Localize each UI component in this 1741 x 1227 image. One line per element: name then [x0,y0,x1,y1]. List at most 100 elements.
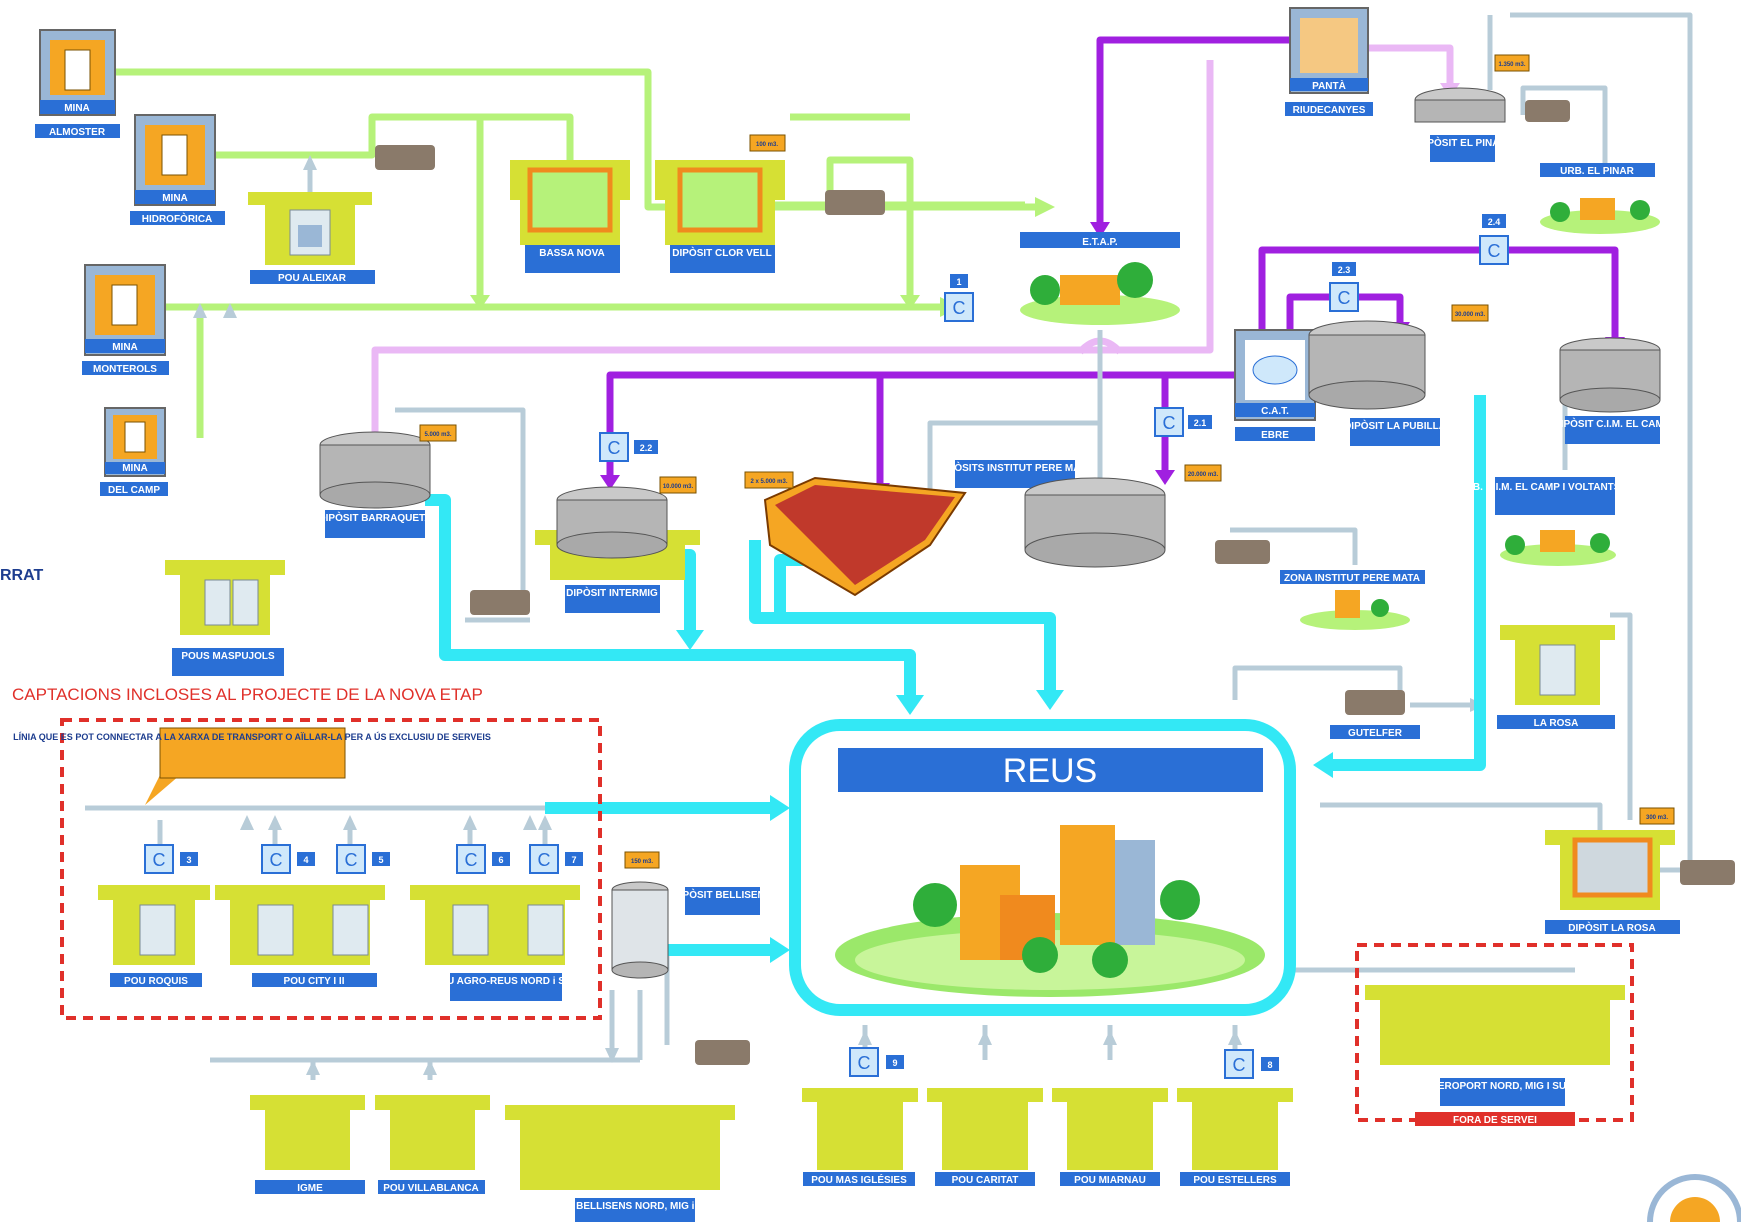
counter-5-letter: C [345,850,358,870]
reus-title-box [838,748,1263,792]
mina-hidroforica-type: MINA [162,193,188,204]
mina-hidroforica-label: HIDROFÒRICA [142,212,213,225]
ipm-label: DIPÒSITS INSTITUT PERE MATA [938,461,1093,474]
pou-bellisens: POU BELLISENS NORD, MIG i SUD [552,1198,719,1222]
counter-8-letter: C [1233,1055,1246,1075]
urb-cim-el-camp: URB. C.I.M. EL CAMP I VOLTANTS ( 112 ) [1458,477,1652,566]
diposit-intermig: 10.000 m3. DIPÒSIT INTERMIG [535,476,700,613]
gutelfer: GUTELFER [1330,725,1420,739]
linia-callout: LÍNIA QUE ES POT CONNECTAR A LA XARXA DE… [13,727,491,805]
cim-label: DIPÒSIT C.I.M. EL CAMP [1553,417,1670,430]
reus-city-icon [835,825,1265,997]
pou-estellers: POU ESTELLERS [1180,1172,1290,1186]
counter-1-num: 1 [956,277,961,287]
counter-6-num: 6 [498,855,503,865]
bellisens-label: DIPÒSIT BELLISENS [673,888,772,901]
el-pinar-label: DIPÒSIT EL PINAR [1417,136,1507,149]
la-rosa-label: LA ROSA [1534,718,1579,729]
captacions-title: CAPTACIONS INCLOSES AL PROJECTE DE LA NO… [12,685,483,704]
counter-5-num: 5 [378,855,383,865]
pou-caritat: POU CARITAT [935,1172,1035,1186]
counter-3-num: 3 [186,855,191,865]
pou-city: POU CITY I II [252,973,377,987]
zona-institut-pere-mata: ZONA INSTITUT PERE MATA [1280,570,1425,630]
igme: IGME [255,1180,365,1194]
diposit-bellisens: 150 m3. DIPÒSIT BELLISENS [611,851,772,979]
la-rosa-capacity: 300 m3. [1646,815,1668,821]
counter-9-num: 9 [892,1058,897,1068]
pou-miarnau: POU MIARNAU [1060,1172,1160,1186]
counter-2-4-letter: C [1488,241,1501,261]
wells-bottom-center [802,1088,1293,1170]
aeroport-label: AEROPORT NORD, MIG I SUD [1431,1081,1574,1092]
diposits-pere-mata-pair: 2 x 5.000 m3. DIPÒSITS INSTITUT PERE MAT… [744,460,1093,597]
pou-estellers-label: POU ESTELLERS [1193,1175,1277,1186]
diposit-el-pinar: 1.350 m3. DIPÒSIT EL PINAR [1414,54,1530,162]
counter-1: C 1 [944,274,974,322]
pou-mas-iglesies: POU MAS IGLÉSIES [803,1172,915,1186]
panta-riudecanyes: PANTÀ RIUDECANYES [1285,7,1373,116]
intermig-capacity: 10.000 m3. [663,484,694,490]
counter-2-1-num: 2.1 [1194,418,1207,428]
counter-2-2-letter: C [608,438,621,458]
wells-bottom-left [250,1095,735,1190]
barraqueta-capacity: 5.000 m3. [424,432,451,438]
captacions-dashed-box [60,718,602,1020]
pipe-arrows-cyan [676,630,1333,963]
reus-title: REUS [1003,752,1097,790]
urb-el-pinar-label: URB. EL PINAR [1560,166,1634,177]
counter-1-letter: C [953,298,966,318]
pou-villablanca: POU VILLABLANCA [378,1180,485,1194]
maspujols-label: POUS MASPUJOLS [181,651,275,662]
counter-3: C 3 [144,844,198,874]
linia-note-text: LÍNIA QUE ES POT CONNECTAR A LA XARXA DE… [13,731,491,742]
diposit-la-rosa: 300 m3. DIPÒSIT LA ROSA [1545,807,1680,934]
counter-2-2-num: 2.2 [640,443,653,453]
pou-roquis: POU ROQUIS [110,973,202,987]
mina-monterols-type: MINA [112,342,138,353]
la-pubilla-capacity: 30.000 m3. [1455,312,1486,318]
pou-aleixar-label: POU ALEIXAR [278,273,347,284]
ipm-pair-capacity: 2 x 5.000 m3. [750,479,787,485]
mina-monterols: MINA MONTEROLS [82,264,169,375]
pou-bellisens-label: POU BELLISENS NORD, MIG i SUD [552,1201,719,1212]
counter-7-num: 7 [571,855,576,865]
counter-8-num: 8 [1267,1060,1272,1070]
pou-city-label: POU CITY I II [284,976,345,987]
intermig-label: DIPÒSIT INTERMIG [566,586,658,599]
counter-2-3: C 2.3 [1329,262,1359,312]
pous-maspujols: POUS MASPUJOLS [165,560,285,676]
clor-vell-label: DIPÒSIT CLOR VELL [672,246,771,259]
diposit-la-pubilla: 30.000 m3. DIPÒSIT LA PUBILLA [1308,304,1489,446]
cat-type: C.A.T. [1261,406,1289,417]
mina-del-camp-label: DEL CAMP [108,485,160,496]
etap: E.T.A.P. [1020,232,1180,325]
counter-2-1-letter: C [1163,413,1176,433]
mina-del-camp-type: MINA [122,463,148,474]
la-pubilla-label: DIPÒSIT LA PUBILLA [1344,419,1446,432]
counter-2-1: C 2.1 [1154,407,1212,437]
counter-5: C 5 [336,844,390,874]
mina-hidroforica: MINA HIDROFÒRICA [130,114,225,225]
riudecanyes-label: RIUDECANYES [1293,105,1366,116]
pou-roquis-label: POU ROQUIS [124,976,188,987]
rrat-fragment: RRAT [0,567,43,584]
el-pinar-capacity: 1.350 m3. [1498,62,1525,68]
mina-almoster: MINA ALMOSTER [35,29,120,138]
mina-monterols-label: MONTEROLS [93,364,157,375]
mina-almoster-label: ALMOSTER [49,127,106,138]
zona-ipm-label: ZONA INSTITUT PERE MATA [1284,573,1420,584]
cat-ebre: C.A.T. EBRE [1234,329,1316,441]
pou-aleixar: POU ALEIXAR [248,192,375,284]
diposit-barraqueta: 5.000 m3. DIPÒSIT BARRAQUETA [318,424,457,538]
aeroport-wells [1365,985,1625,1065]
counter-7: C 7 [529,844,583,874]
diposit-clor-vell: 100 m3. DIPÒSIT CLOR VELL [655,134,786,273]
panta-type: PANTÀ [1312,79,1346,92]
mina-almoster-type: MINA [64,103,90,114]
ebre-label: EBRE [1261,430,1289,441]
counter-2-4: C 2.4 [1479,214,1509,265]
mina-del-camp: MINA DEL CAMP [100,407,168,496]
